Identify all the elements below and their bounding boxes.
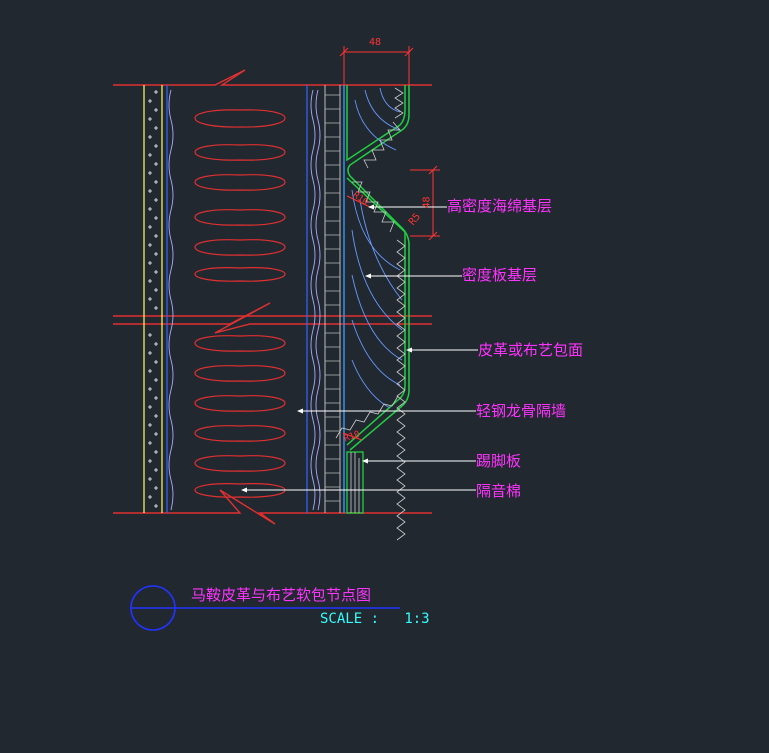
soft-panel-profile xyxy=(335,85,410,541)
label-high-density-sponge: 高密度海绵基层 xyxy=(447,197,553,215)
sponge-zigzag-lower-slope xyxy=(335,395,399,439)
partition-right-board xyxy=(306,85,345,513)
keel-section-lines xyxy=(325,94,340,502)
soundproof-cotton-hatch xyxy=(194,109,286,498)
left-board-wavy-line xyxy=(168,89,174,511)
leader-lines xyxy=(245,206,478,491)
dimension-lines xyxy=(339,46,440,441)
dimension-side-height: 48 xyxy=(421,196,433,209)
break-lines xyxy=(113,69,432,525)
label-leather-fabric-wrap: 皮革或布艺包面 xyxy=(478,341,584,359)
sponge-zigzag-bottom xyxy=(352,181,395,233)
dimension-top-width: 48 xyxy=(369,37,382,48)
leader-arrows xyxy=(241,204,412,493)
scale-label: SCALE : xyxy=(320,611,380,627)
label-skirting-board: 踢脚板 xyxy=(476,452,522,470)
label-soundproof-cotton: 隔音棉 xyxy=(476,482,522,500)
partition-left-board xyxy=(143,85,174,513)
right-board-wavy-line-2 xyxy=(315,89,321,511)
sponge-zigzag-top xyxy=(363,87,404,169)
label-light-steel-keel-partition: 轻钢龙骨隔墙 xyxy=(476,402,567,420)
title-symbol xyxy=(130,585,400,631)
gypsum-board-hatch xyxy=(148,90,158,508)
label-density-board: 密度板基层 xyxy=(462,266,538,284)
skirting-board-detail xyxy=(346,451,364,514)
right-board-wavy-line xyxy=(310,89,316,511)
drawing-scale: SCALE : 1:3 xyxy=(320,611,430,627)
drawing-title: 马鞍皮革与布艺软包节点图 xyxy=(191,586,372,604)
scale-value: 1:3 xyxy=(404,611,430,627)
